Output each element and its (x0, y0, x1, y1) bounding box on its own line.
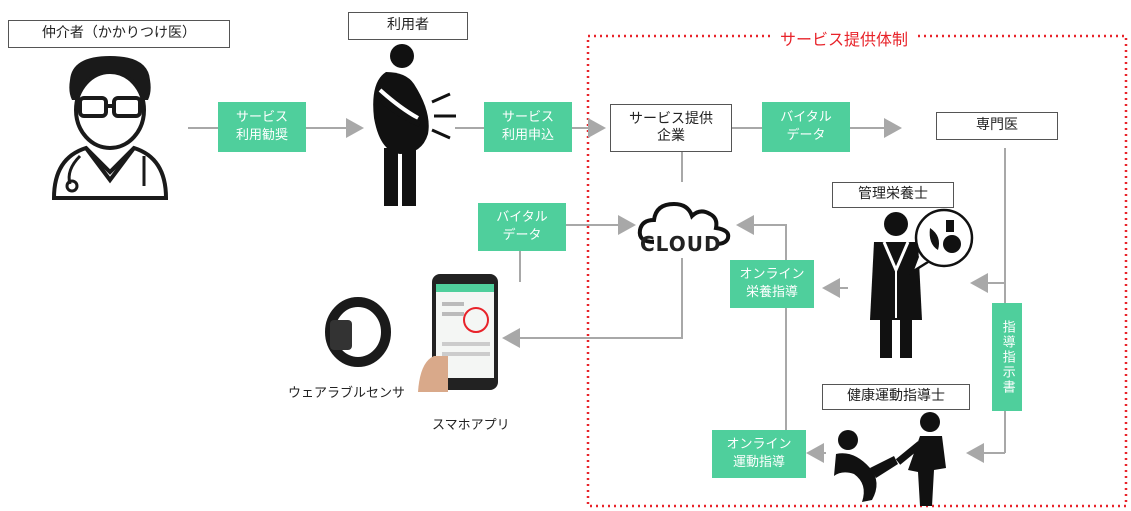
label-online-nutrition: オンライン 栄養指導 (730, 260, 814, 308)
label-instruction: 指導指示書 (992, 303, 1022, 411)
service-frame-title: サービス提供体制 (770, 26, 919, 50)
label-online-exercise: オンライン 運動指導 (712, 430, 806, 478)
label-vital-top: バイタル データ (762, 102, 850, 152)
smartphone-label: スマホアプリ (432, 418, 510, 433)
trainer-box: 健康運動指導士 (822, 384, 970, 410)
nutritionist-icon (870, 212, 922, 358)
food-bubble-icon (909, 208, 974, 276)
intermediary-box: 仲介者（かかりつけ医） (8, 20, 230, 48)
wearable-label: ウェアラブルセンサ (288, 386, 406, 401)
dietitian-box: 管理栄養士 (832, 182, 954, 208)
exercise-trainer-icon (834, 412, 946, 506)
doctor-icon (51, 56, 169, 200)
label-vital-left: バイタル データ (478, 203, 566, 251)
cloud-label: CLOUD (640, 232, 722, 256)
provider-box: サービス提供 企業 (610, 104, 732, 152)
user-box: 利用者 (348, 12, 468, 40)
specialist-box: 専門医 (936, 112, 1058, 140)
label-recommend: サービス 利用勧奨 (218, 102, 306, 152)
person-stomachache-icon (373, 44, 456, 206)
smartwatch-icon (325, 297, 391, 367)
cloud-icon (637, 201, 731, 246)
label-apply: サービス 利用申込 (484, 102, 572, 152)
smartphone-icon (418, 274, 498, 392)
